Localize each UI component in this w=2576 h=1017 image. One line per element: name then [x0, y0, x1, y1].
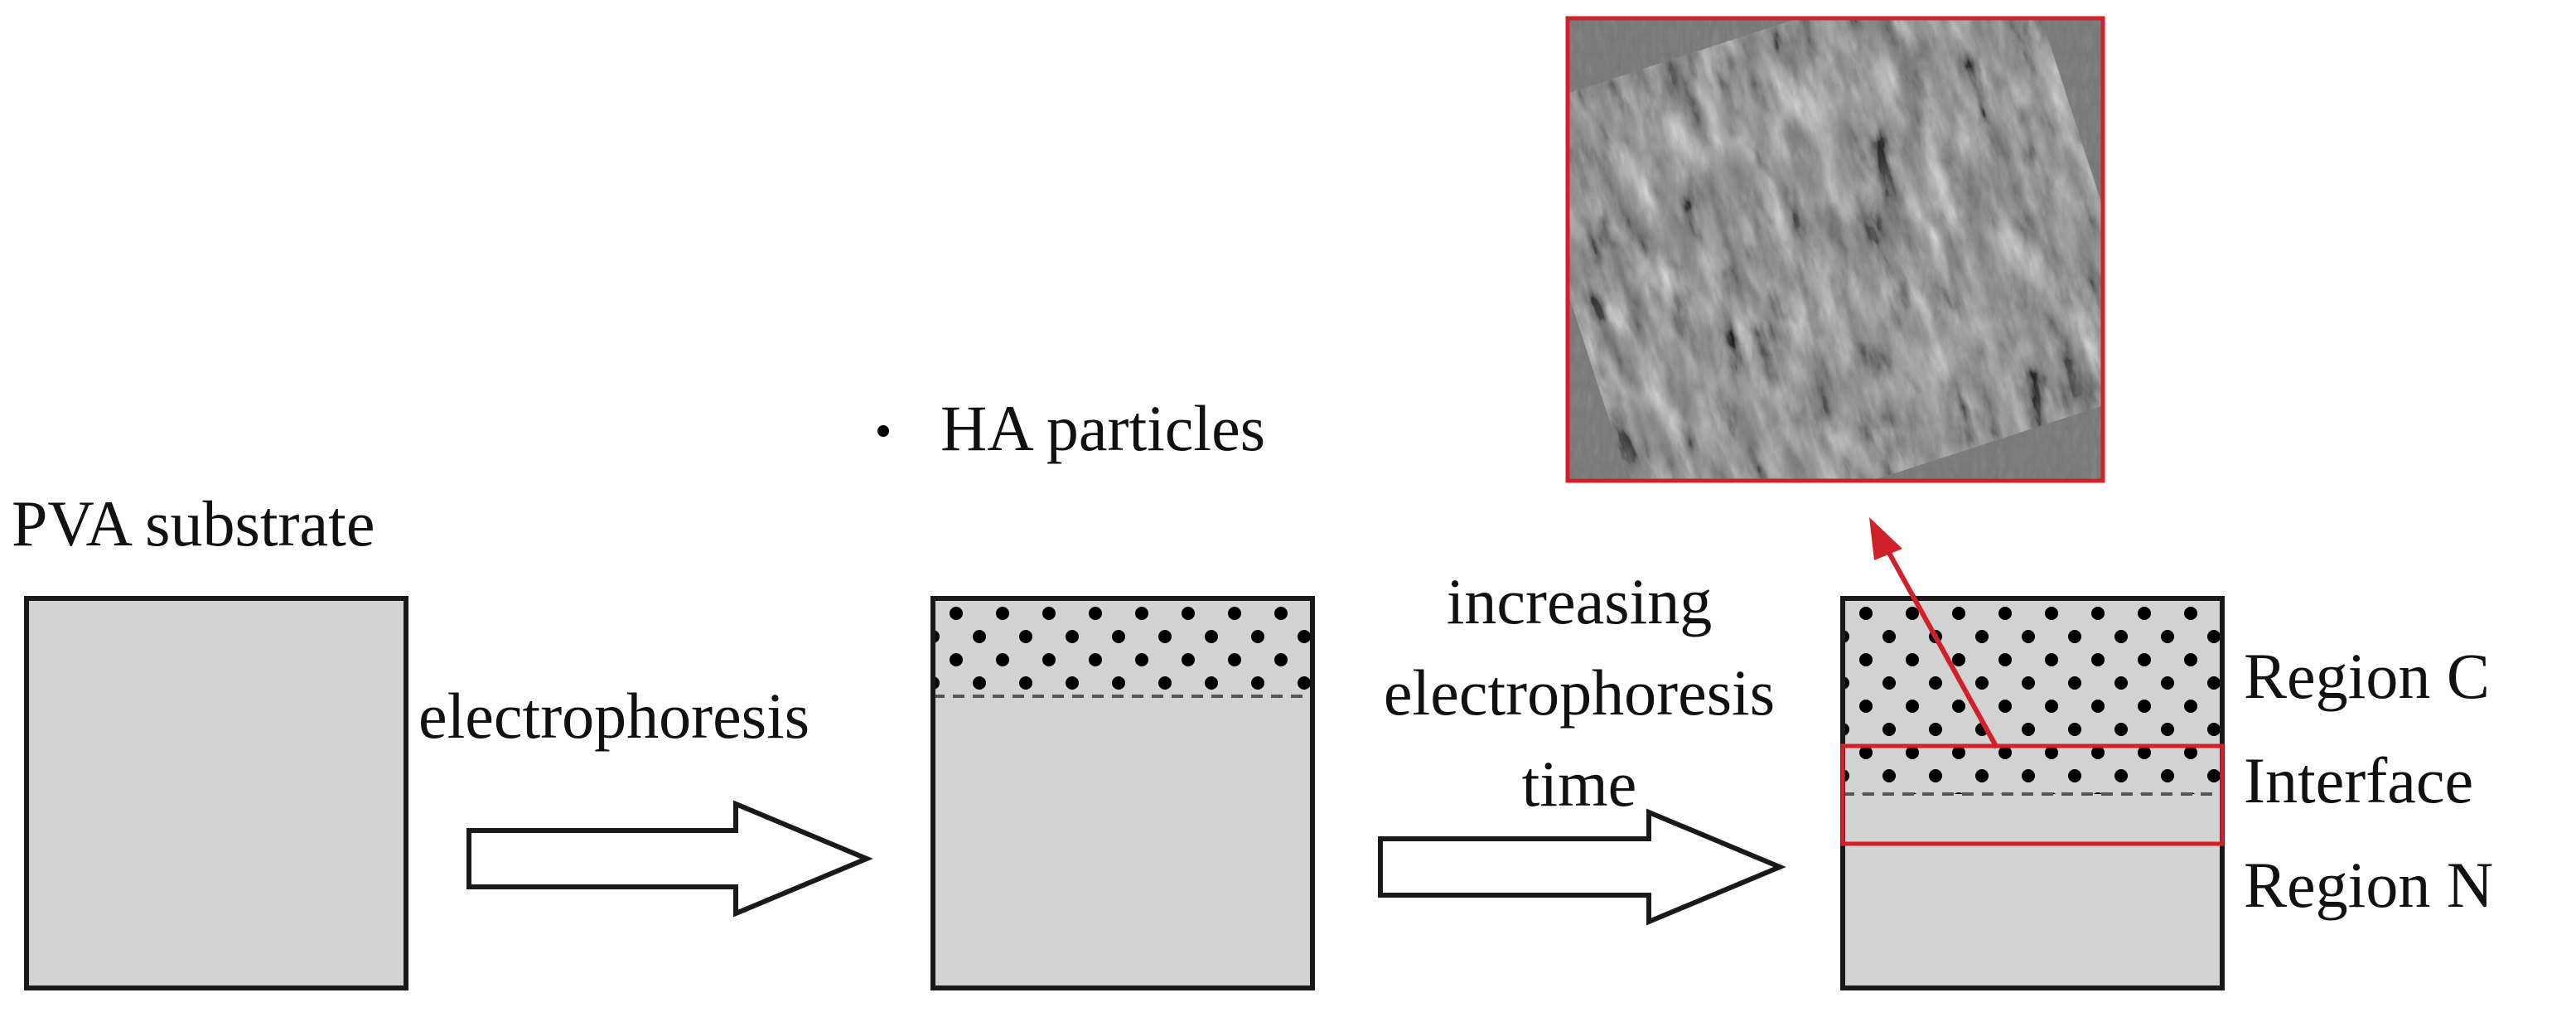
- label-time: time: [1522, 748, 1637, 820]
- region-c-layer: [1843, 598, 2222, 794]
- label-region-n: Region N: [2244, 849, 2493, 921]
- sem-micrograph: [1565, 16, 2105, 483]
- hollow-right-arrow-icon: [466, 800, 873, 918]
- label-interface: Interface: [2244, 744, 2473, 816]
- label-increasing: increasing: [1447, 565, 1713, 637]
- process-arrow-2: increasing electrophoresis time: [1378, 565, 1786, 926]
- stage-coated-substrate: [930, 596, 1315, 990]
- substrate-block: [24, 596, 408, 990]
- hollow-right-arrow-icon: [1378, 808, 1786, 926]
- process-arrow-1: electrophoresis: [418, 680, 873, 918]
- red-arrow-icon: [1883, 545, 1999, 749]
- stage-layered-substrate: [1840, 596, 2225, 990]
- label-pva-substrate: PVA substrate: [12, 487, 375, 559]
- dot-icon: [877, 425, 889, 437]
- label-electrophoresis-2: electrophoresis: [1384, 656, 1775, 729]
- ha-coating-layer: [933, 598, 1312, 696]
- interface-highlight-box: [1840, 743, 2225, 846]
- substrate-block-2: [930, 596, 1315, 990]
- label-region-c: Region C: [2244, 640, 2490, 712]
- callout-arrow: [1869, 517, 1999, 749]
- stage-pva-substrate: PVA substrate: [12, 487, 408, 990]
- region-labels: Region C Interface Region N: [2244, 640, 2493, 921]
- label-electrophoresis: electrophoresis: [418, 680, 810, 752]
- legend: HA particles: [877, 392, 1265, 464]
- legend-label-ha-particles: HA particles: [940, 392, 1265, 464]
